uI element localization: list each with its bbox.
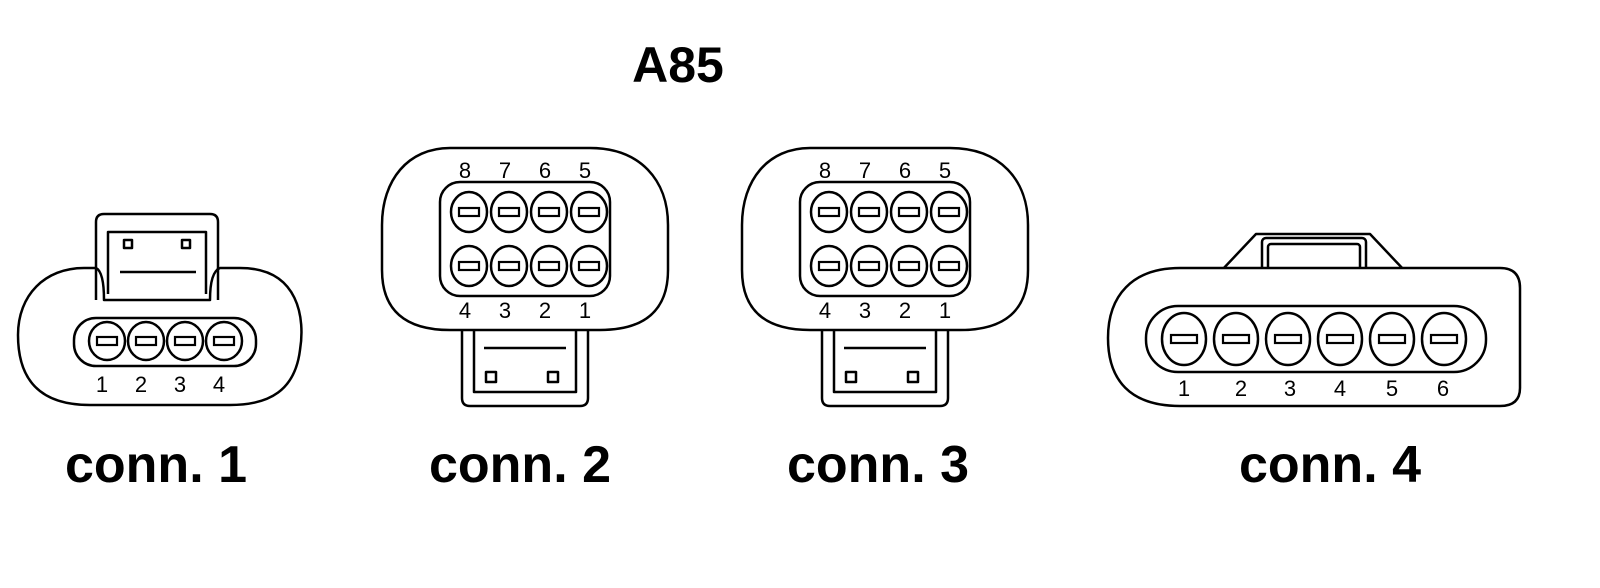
connector-4-label: conn. 4 — [1239, 436, 1421, 494]
connector-4-pin-label: 6 — [1437, 376, 1449, 401]
connector-1-body — [16, 266, 303, 407]
connector-1-label: conn. 1 — [65, 436, 247, 494]
diagram-title: A85 — [632, 37, 724, 93]
connector-4-pin-label: 5 — [1386, 376, 1398, 401]
connector-1-pin-label: 3 — [174, 372, 186, 397]
connector-4-body — [1106, 266, 1522, 408]
connector-2-pin-label: 7 — [499, 158, 511, 183]
connector-4-pin-label: 3 — [1284, 376, 1296, 401]
connector-1-pin-label: 2 — [135, 372, 147, 397]
connector-2-label: conn. 2 — [429, 436, 611, 494]
connector-3-pin-label: 1 — [939, 298, 951, 323]
connector-1-pin-label: 1 — [96, 372, 108, 397]
connector-4-pin-label: 1 — [1178, 376, 1190, 401]
connector-3-pin-label: 6 — [899, 158, 911, 183]
connector-3-pin-label: 5 — [939, 158, 951, 183]
connector-2-latch — [460, 320, 590, 408]
connector-3-pin-cells — [809, 190, 969, 288]
connector-3-pin-label: 4 — [819, 298, 831, 323]
connector-4-latch — [1220, 232, 1406, 272]
connector-4-pin-cells — [1160, 311, 1468, 367]
connector-1-pin-label: 4 — [213, 372, 225, 397]
connector-2-body — [380, 146, 670, 332]
connector-2-pin-label: 5 — [579, 158, 591, 183]
connector-2-pin-label: 6 — [539, 158, 551, 183]
connector-2: 8 7 6 5 4 3 2 1 conn. 2 — [380, 146, 670, 494]
connector-2-pin-label: 2 — [539, 298, 551, 323]
connector-4: 1 2 3 4 5 6 conn. 4 — [1106, 232, 1522, 494]
connector-3-label: conn. 3 — [787, 436, 969, 494]
connector-2-pin-label: 3 — [499, 298, 511, 323]
connector-3: 8 7 6 5 4 3 2 1 conn. 3 — [740, 146, 1030, 494]
connector-3-pin-label: 8 — [819, 158, 831, 183]
connector-2-pin-label: 4 — [459, 298, 471, 323]
connector-3-latch — [820, 320, 950, 408]
connector-3-body — [740, 146, 1030, 332]
connector-3-pin-label: 7 — [859, 158, 871, 183]
connector-3-pin-label: 2 — [899, 298, 911, 323]
connector-1-pin-cells — [87, 320, 244, 362]
connector-4-pin-label: 2 — [1235, 376, 1247, 401]
connector-2-pin-label: 8 — [459, 158, 471, 183]
connector-2-pin-label: 1 — [579, 298, 591, 323]
connector-3-pin-label: 3 — [859, 298, 871, 323]
connector-1: 1 2 3 4 conn. 1 — [16, 212, 303, 494]
connector-4-pin-label: 4 — [1334, 376, 1346, 401]
connector-2-pin-cells — [449, 190, 609, 288]
connector-1-latch — [94, 212, 220, 290]
